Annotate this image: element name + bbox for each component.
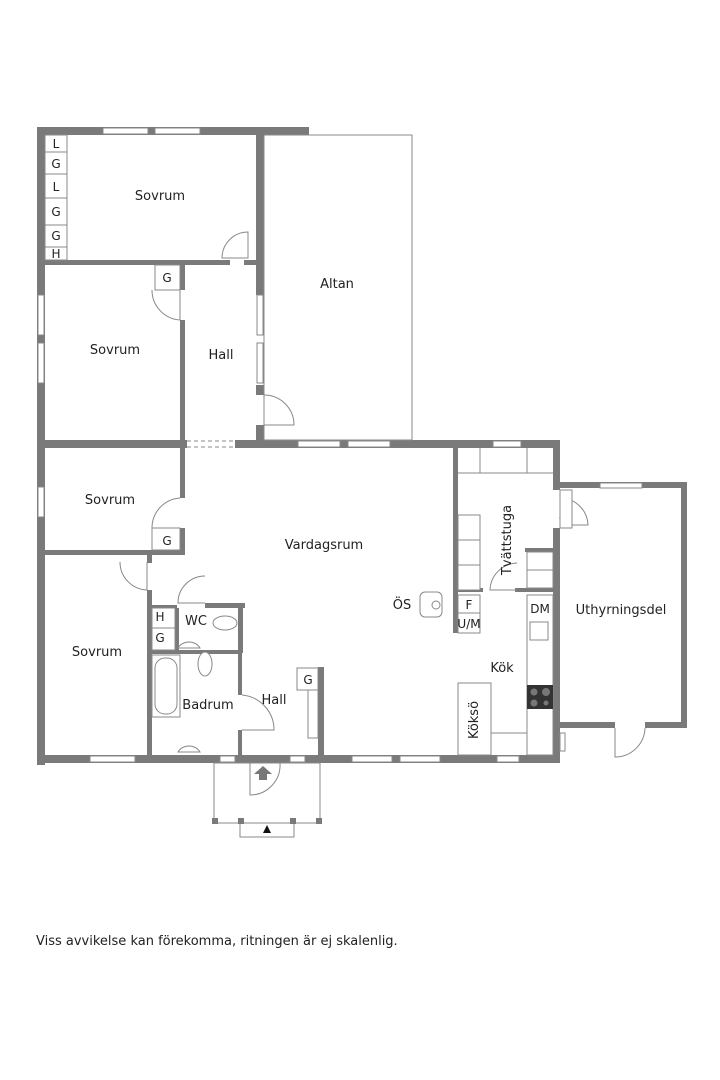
closet-h-bath: H (155, 610, 164, 624)
room-kokso: Köksö (467, 701, 482, 739)
fixture-f: F (466, 598, 473, 612)
entrance-marker-icon (263, 825, 271, 833)
closet-g-hall: G (162, 271, 171, 285)
room-sovrum-3: Sovrum (85, 493, 135, 508)
cooktop-icon (527, 685, 553, 709)
closet-g-hall2: G (303, 673, 312, 687)
room-tvattstuga: Tvättstuga (500, 505, 515, 576)
room-altan: Altan (320, 277, 354, 292)
room-sovrum-1: Sovrum (135, 189, 185, 204)
room-kok: Kök (490, 661, 514, 676)
closet-h1: H (51, 247, 60, 261)
floor-plan: Sovrum Sovrum Hall Altan Sovrum Vardagsr… (37, 127, 687, 838)
disclaimer-text: Viss avvikelse kan förekomma, ritningen … (36, 934, 398, 949)
room-sovrum-4: Sovrum (72, 645, 122, 660)
room-hall-2: Hall (262, 693, 287, 708)
fixture-dm: DM (530, 602, 550, 616)
closet-g-sovrum3: G (162, 534, 171, 548)
closet-l2: L (53, 180, 60, 194)
entrance-arrow-icon (254, 766, 272, 780)
closet-g3: G (51, 229, 60, 243)
fixture-um: U/M (457, 617, 480, 631)
closet-g-bath: G (155, 631, 164, 645)
altan-outline (263, 134, 413, 441)
room-vardagsrum: Vardagsrum (285, 538, 363, 553)
porch (213, 762, 321, 838)
windows (37, 127, 643, 763)
room-uthyrningsdel: Uthyrningsdel (576, 603, 667, 618)
room-badrum: Badrum (182, 698, 233, 713)
room-wc: WC (185, 614, 207, 629)
room-hall-1: Hall (209, 348, 234, 363)
room-sovrum-2: Sovrum (90, 343, 140, 358)
closet-g1: G (51, 157, 60, 171)
fixture-os: ÖS (393, 596, 411, 613)
closet-l1: L (53, 137, 60, 151)
closet-g2: G (51, 205, 60, 219)
